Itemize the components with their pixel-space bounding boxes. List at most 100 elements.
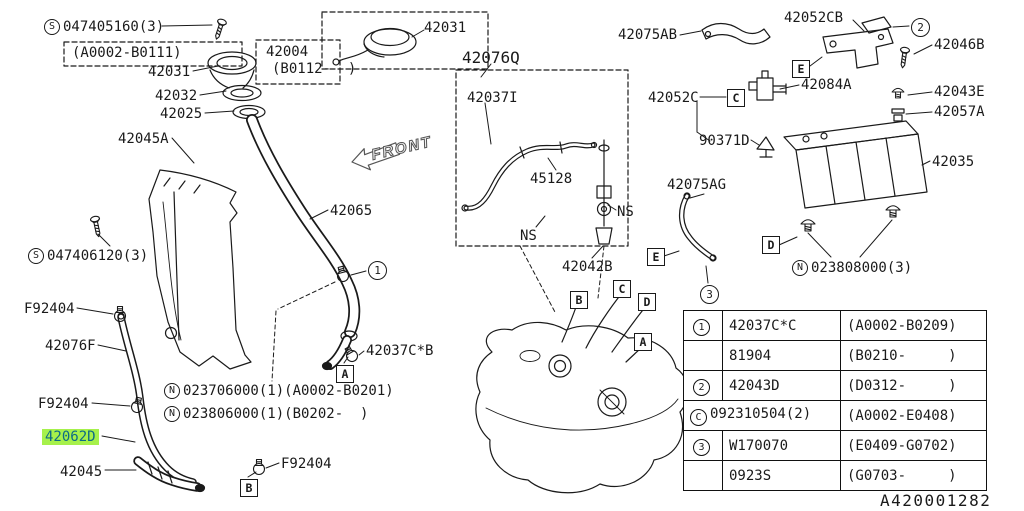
part-label-42065[interactable]: 42065	[330, 204, 372, 218]
part-label-42043E[interactable]: 42043E	[934, 85, 985, 99]
part-label-42052C[interactable]: 42052C	[648, 91, 699, 105]
part-label-text: 42065	[330, 203, 373, 219]
table-cell-part: W170070	[722, 430, 841, 461]
part-label-text: 42075AG	[667, 177, 727, 193]
part-label-text: 42004	[266, 44, 309, 60]
part-label-text: 047406120(3)	[47, 248, 149, 264]
projection-lines	[271, 245, 605, 382]
purge-hose-42075ag-drawing	[679, 192, 717, 262]
part-label-F92404[interactable]: F92404	[281, 457, 332, 471]
table-cell-part: 42037C*C	[722, 310, 841, 341]
part-label-text: 42037C*B	[366, 343, 434, 359]
sensor-drawing	[595, 139, 613, 245]
part-label-42035[interactable]: 42035	[932, 155, 974, 169]
table-row: 0923S (G0703- )	[683, 460, 987, 491]
ref-box-C: C	[613, 280, 631, 298]
vent-hose-drawing	[461, 141, 598, 212]
part-label-90371D[interactable]: 90371D	[699, 134, 750, 148]
part-label-text: 42052CB	[784, 10, 844, 26]
table-cell-range: (G0703- )	[840, 460, 987, 491]
part-label-42062D[interactable]: 42062D	[42, 429, 99, 445]
drawing-number: A420001282	[880, 491, 992, 510]
part-label-42037I[interactable]: 42037I	[467, 91, 518, 105]
ref-box-B: B	[570, 291, 588, 309]
part-label-42045A[interactable]: 42045A	[118, 132, 169, 146]
part-label-42084A[interactable]: 42084A	[801, 78, 852, 92]
part-label-42057A[interactable]: 42057A	[934, 105, 985, 119]
part-label-42075AG[interactable]: 42075AG	[667, 178, 726, 192]
part-label-42045[interactable]: 42045	[60, 465, 102, 479]
table-cell-num	[683, 340, 723, 371]
part-label-42042B[interactable]: 42042B	[562, 260, 613, 274]
circled-2-icon: 2	[693, 378, 710, 396]
table-cell-range: (A0002-E0408)	[840, 400, 987, 431]
ref-box-A: A	[336, 365, 354, 383]
part-label-text: 42031	[148, 64, 191, 80]
table-row: 3 W170070 (E0409-G0702)	[683, 430, 987, 461]
table-cell-part: 42043D	[722, 370, 841, 401]
ref-circle-3: 3	[700, 285, 719, 304]
part-label-42076F[interactable]: 42076F	[45, 339, 96, 353]
circled-N-icon: N	[792, 260, 808, 276]
part-label-42046B[interactable]: 42046B	[934, 38, 985, 52]
part-label-text: 42084A	[801, 77, 852, 93]
part-label-text: 42075AB	[618, 27, 678, 43]
part-label-text: (A0002-B0111)	[72, 45, 182, 61]
part-label-text: 023806000(1)(B0202- )	[183, 406, 369, 422]
pad-drawing	[861, 16, 892, 34]
part-label-text: 42042B	[562, 259, 613, 275]
filler-neck-drawing	[207, 51, 266, 120]
part-label-42037CB[interactable]: 42037C*B	[366, 344, 433, 358]
clip-90371d-drawing	[756, 136, 775, 158]
part-label-text: 42031	[424, 20, 467, 36]
part-label-text: 42025	[160, 106, 203, 122]
applicability-table: 1 42037C*C (A0002-B0209) 81904 (B0210- )…	[683, 310, 987, 491]
part-label-42004[interactable]: 42004	[266, 45, 308, 59]
ref-box-E: E	[792, 60, 810, 78]
part-label-text: F92404	[281, 456, 332, 472]
part-label-text: NS	[520, 228, 537, 244]
ref-box-D: D	[638, 293, 656, 311]
circled-3-icon: 3	[693, 438, 710, 456]
ref-box-B: B	[240, 479, 258, 497]
part-label-text: 90371D	[699, 133, 750, 149]
filler-pipe-drawing	[246, 114, 361, 371]
part-label-NS: NS	[520, 229, 537, 243]
part-label-42032[interactable]: 42032	[155, 89, 197, 103]
hose-end-drawing	[133, 456, 206, 493]
part-label-42025[interactable]: 42025	[160, 107, 202, 121]
part-label-42052CB[interactable]: 42052CB	[784, 11, 843, 25]
table-cell-range: (E0409-G0702)	[840, 430, 987, 461]
part-label-text: 42035	[932, 154, 975, 170]
fuel-tank-drawing	[475, 321, 689, 494]
table-cell-num	[683, 460, 723, 491]
part-label-42075AB[interactable]: 42075AB	[618, 28, 677, 42]
front-arrow-icon	[351, 142, 401, 171]
part-label-42031[interactable]: 42031	[424, 21, 466, 35]
ref-circle-1: 1	[368, 261, 387, 280]
part-label-42031[interactable]: 42031	[148, 65, 190, 79]
ref-circle-2: 2	[911, 18, 930, 37]
part-label-F92404[interactable]: F92404	[38, 397, 89, 411]
circled-N-icon: N	[164, 406, 180, 422]
part-label-42076Q[interactable]: 42076Q	[462, 50, 520, 66]
part-label-45128[interactable]: 45128	[530, 172, 572, 186]
part-label-text: 42046B	[934, 37, 985, 53]
protector-panel-drawing	[148, 169, 252, 370]
canister-drawing	[783, 120, 928, 209]
part-label-F92404[interactable]: F92404	[24, 302, 75, 316]
ref-box-D: D	[762, 236, 780, 254]
table-cell-part: 0923S	[722, 460, 841, 491]
table-cell-range: (B0210- )	[840, 340, 987, 371]
part-label-text: 45128	[530, 171, 573, 187]
